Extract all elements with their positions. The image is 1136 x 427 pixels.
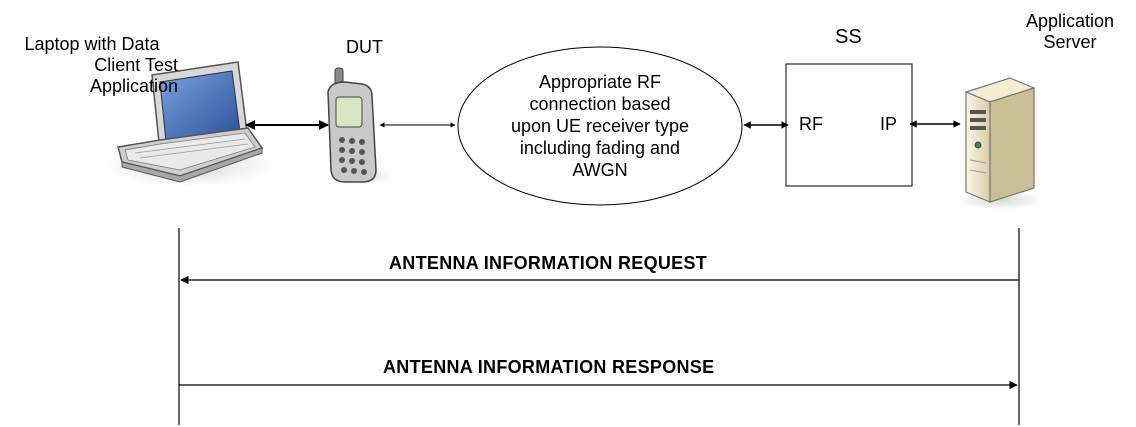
laptop-label-line-1: Laptop with Data — [24, 34, 160, 54]
ss-box — [785, 63, 913, 187]
rf-line-5: AWGN — [572, 160, 628, 180]
laptop-icon — [105, 61, 275, 187]
laptop-label: Laptop with Data Client Test Application — [6, 34, 178, 97]
ss-port-ip: IP — [880, 114, 898, 134]
rf-line-3: upon UE receiver type — [510, 116, 690, 136]
server-icon — [955, 77, 1045, 210]
server-label-line-1: Application — [1025, 11, 1115, 31]
rf-connection-ellipse — [457, 46, 743, 206]
rf-line-4: including fading and — [519, 138, 681, 158]
server-label: Application Server — [1005, 11, 1135, 53]
dut-label: DUT — [346, 37, 383, 57]
rf-line-2: connection based — [529, 94, 671, 114]
laptop-label-line-2: Client Test — [94, 55, 178, 75]
ss-label: SS — [835, 26, 862, 48]
server-label-line-2: Server — [1043, 32, 1097, 52]
mobile-phone-icon — [327, 67, 393, 185]
response-message-label: ANTENNA INFORMATION RESPONSE — [383, 357, 715, 377]
ss-port-rf: RF — [799, 114, 823, 134]
laptop-label-line-3: Application — [89, 76, 178, 96]
request-message-label: ANTENNA INFORMATION REQUEST — [389, 253, 708, 273]
rf-connection-label: Appropriate RF connection based upon UE … — [460, 71, 740, 181]
rf-line-1: Appropriate RF — [538, 72, 662, 92]
